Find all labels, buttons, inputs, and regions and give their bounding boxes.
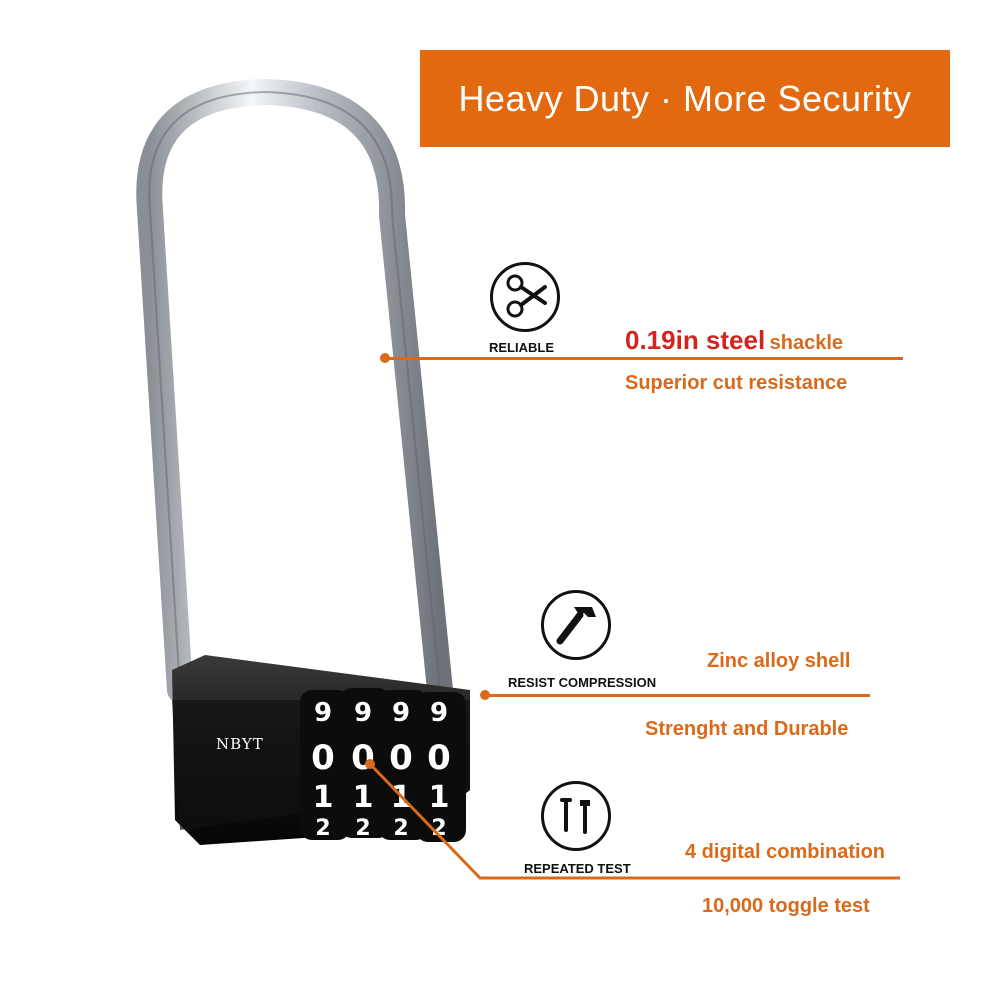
feature-headline-zinc: Zinc alloy shell <box>707 650 851 672</box>
dial-digit: 2 <box>393 816 409 841</box>
dial-digit: 9 <box>353 698 373 728</box>
shackle-word: shackle <box>769 332 844 354</box>
scissors-icon <box>490 262 560 332</box>
leader-line-2 <box>485 694 870 697</box>
feature-subline-toggle: 10,000 toggle test <box>702 895 870 917</box>
banner-title: Heavy Duty · More Security <box>458 77 912 119</box>
dial-digit: 9 <box>313 698 333 728</box>
feature-label-resist: RESIST COMPRESSION <box>508 675 657 690</box>
dial-digit: 1 <box>312 780 334 815</box>
headline-banner: Heavy Duty · More Security <box>420 50 950 147</box>
dial-digit: 2 <box>431 816 447 841</box>
dial-digit: 9 <box>429 698 449 728</box>
feature-label-reliable: RELIABLE <box>489 340 554 355</box>
dial-digit: 0 <box>311 738 335 778</box>
tools-icon <box>541 781 611 851</box>
dial-digit: 9 <box>391 698 411 728</box>
dial-digit: 2 <box>355 816 371 841</box>
feature-subline-cut: Superior cut resistance <box>625 372 848 394</box>
dial-digit: 1 <box>428 780 450 815</box>
dial-digit: 0 <box>389 738 413 778</box>
steel-highlight: 0.19in steel <box>625 325 766 355</box>
feature-subline-durable: Strenght and Durable <box>645 718 849 740</box>
leader-dot-1 <box>380 353 390 363</box>
leader-line-1 <box>385 357 903 360</box>
feature-headline-combination: 4 digital combination <box>685 841 886 863</box>
combination-dials <box>300 688 466 842</box>
feature-label-repeated: REPEATED TEST <box>524 861 631 876</box>
dial-digit: 0 <box>427 738 451 778</box>
dial-digit: 1 <box>352 780 374 815</box>
hammer-icon <box>541 590 611 660</box>
dial-digit: 2 <box>315 816 331 841</box>
feature-headline-shackle: 0.19in steel shackle <box>625 325 843 356</box>
leader-dot-2 <box>480 690 490 700</box>
brand-label: NBYT <box>216 735 264 753</box>
